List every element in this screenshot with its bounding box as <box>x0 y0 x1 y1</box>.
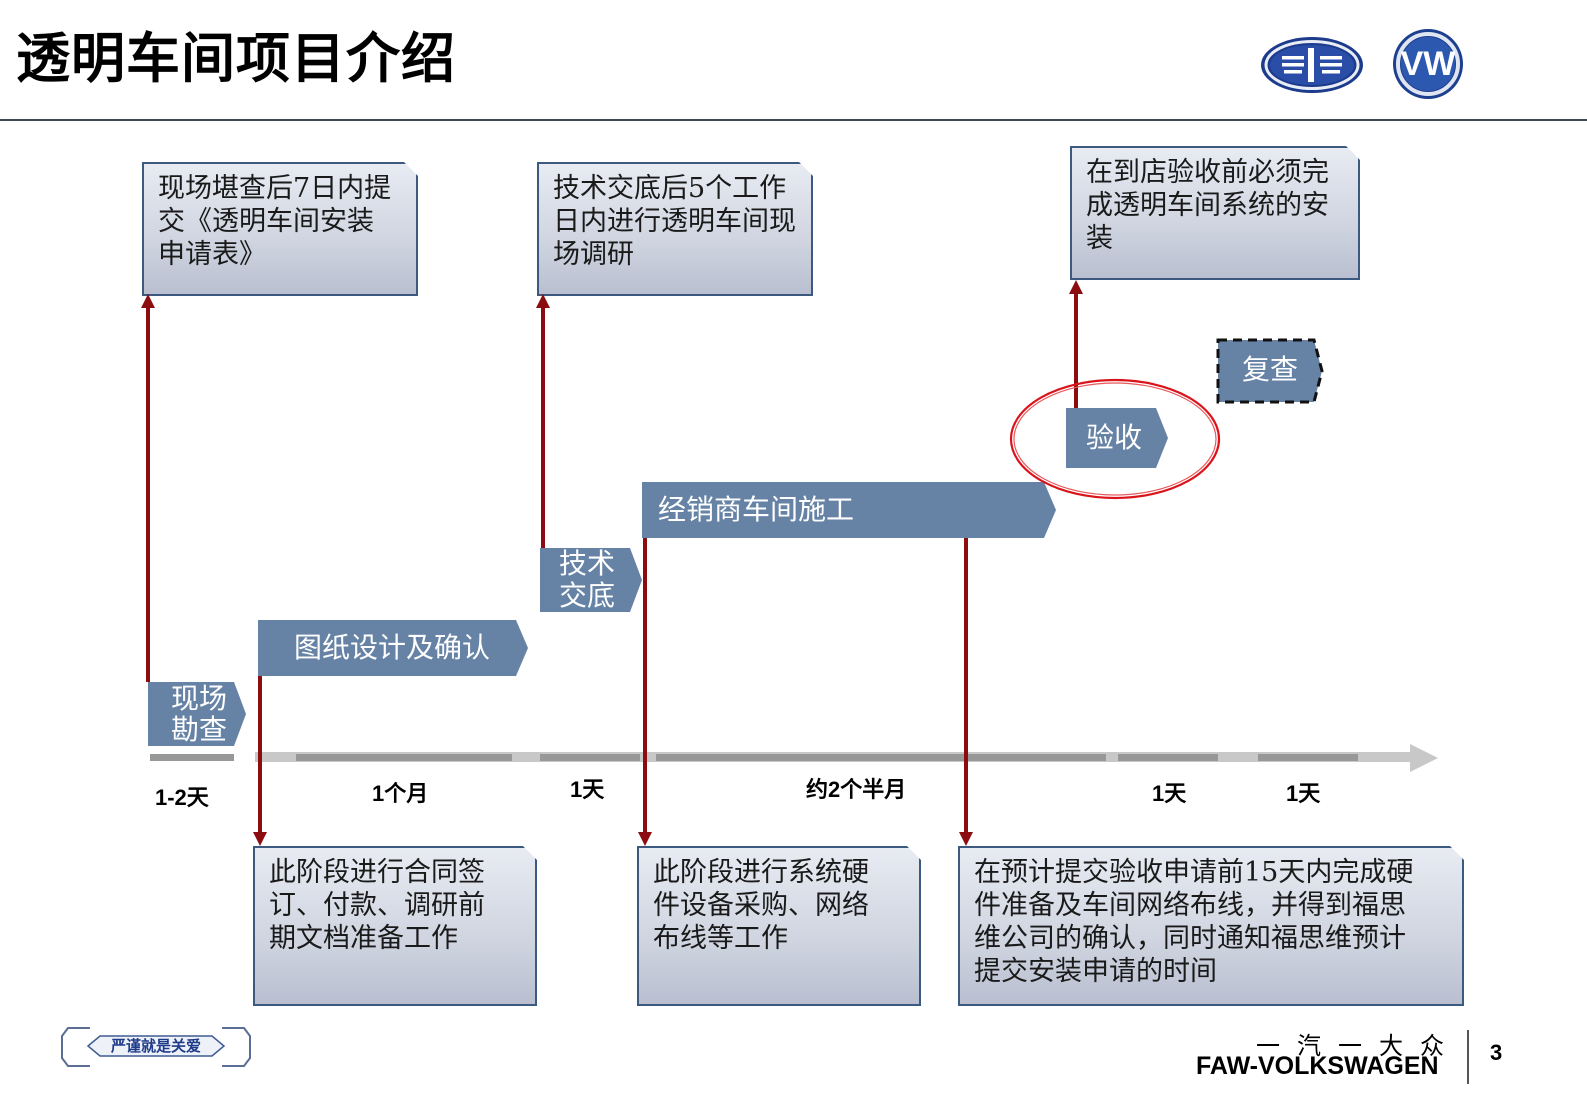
note-line: 件设备采购、网络 <box>653 890 869 921</box>
highlight-circle-icon <box>1009 378 1221 500</box>
note-line: 申请表》 <box>158 239 266 270</box>
note-line: 装 <box>1086 223 1113 254</box>
note-line: 订、付款、调研前 <box>269 890 485 921</box>
note-survey-followup: 现场堪查后7日内提 交《透明车间安装 申请表》 <box>142 162 418 296</box>
slogan-logo-icon: 严谨就是关爱 <box>61 1027 251 1067</box>
phase-label: 经销商车间施工 <box>658 493 855 526</box>
arrow-down-icon <box>253 832 267 846</box>
note-line: 期文档准备工作 <box>269 923 458 954</box>
note-line: 交《透明车间安装 <box>158 206 374 237</box>
phase-label: 交底 <box>558 579 615 612</box>
duration-label: 1天 <box>1152 781 1187 806</box>
phase-review-dashed-border <box>1216 338 1324 404</box>
phase-label: 现场 <box>170 682 227 715</box>
duration-label: 约2个半月 <box>806 777 907 802</box>
brand-chinese: 一汽一大众 <box>1256 1032 1461 1060</box>
connector-line <box>964 536 968 834</box>
arrow-down-icon <box>959 832 973 846</box>
faw-logo-icon <box>1261 37 1363 93</box>
note-line: 日内进行透明车间现 <box>553 206 796 237</box>
duration-label: 1个月 <box>372 781 429 806</box>
note-line: 提交安装申请的时间 <box>974 956 1217 987</box>
note-construction-phase: 此阶段进行系统硬 件设备采购、网络 布线等工作 <box>637 846 921 1006</box>
duration-label: 1天 <box>570 777 605 802</box>
phase-dealer-construction: 经销商车间施工 <box>642 482 1056 538</box>
note-line: 件准备及车间网络布线，并得到福思 <box>974 890 1406 921</box>
duration-label: 1-2天 <box>155 785 209 810</box>
note-design-phase: 此阶段进行合同签 订、付款、调研前 期文档准备工作 <box>253 846 537 1006</box>
connector-line <box>146 306 150 682</box>
note-line: 技术交底后5个工作 <box>553 173 787 204</box>
footer-divider <box>1467 1030 1469 1084</box>
phase-label: 验收 <box>1086 421 1143 454</box>
svg-text:严谨就是关爱: 严谨就是关爱 <box>110 1037 201 1055</box>
connector-line <box>1074 292 1078 408</box>
phase-site-survey: 现场 勘查 <box>148 682 246 746</box>
arrow-up-icon <box>141 294 155 308</box>
note-line: 在到店验收前必须完 <box>1086 157 1329 188</box>
phase-acceptance: 验收 <box>1066 408 1168 468</box>
connector-line <box>258 674 262 834</box>
note-line: 此阶段进行系统硬 <box>653 857 869 888</box>
note-hardware-deadline: 在预计提交验收申请前15天内完成硬 件准备及车间网络布线，并得到福思 维公司的确… <box>958 846 1464 1006</box>
arrow-down-icon <box>638 832 652 846</box>
page-number: 3 <box>1490 1040 1503 1065</box>
timeline-segment-construction <box>656 754 1106 761</box>
timeline-segment-review <box>1258 754 1358 761</box>
note-line: 在预计提交验收申请前15天内完成硬 <box>974 857 1414 888</box>
note-line: 现场堪查后7日内提 <box>158 173 392 204</box>
phase-label: 技术 <box>558 547 615 580</box>
brand-english: FAW-VOLKSWAGEN <box>1196 1052 1439 1080</box>
note-line: 此阶段进行合同签 <box>269 857 485 888</box>
header-divider <box>0 119 1587 121</box>
note-line: 布线等工作 <box>653 923 788 954</box>
phase-review-label: 复查 <box>1242 353 1299 386</box>
arrow-up-icon <box>536 294 550 308</box>
note-line: 场调研 <box>553 239 634 270</box>
timeline-segment-tech <box>540 754 640 761</box>
timeline-segment-survey <box>150 754 234 761</box>
arrow-up-icon <box>1069 280 1083 294</box>
note-line: 成透明车间系统的安 <box>1086 190 1329 221</box>
volkswagen-logo-icon: VW <box>1393 29 1463 99</box>
note-acceptance-requirement: 在到店验收前必须完 成透明车间系统的安 装 <box>1070 146 1360 280</box>
note-line: 维公司的确认，同时通知福思维预计 <box>974 923 1406 954</box>
note-tech-followup: 技术交底后5个工作 日内进行透明车间现 场调研 <box>537 162 813 296</box>
svg-text:VW: VW <box>1401 45 1457 83</box>
timeline-arrowhead <box>1410 744 1438 772</box>
phase-tech-briefing: 技术 交底 <box>540 548 642 612</box>
connector-line <box>541 306 545 550</box>
page-title: 透明车间项目介绍 <box>16 27 456 90</box>
connector-line <box>643 536 647 834</box>
timeline-segment-acceptance <box>1118 754 1218 761</box>
phase-label: 图纸设计及确认 <box>294 631 491 664</box>
phase-label: 勘查 <box>170 713 227 746</box>
timeline-segment-design <box>296 754 512 761</box>
duration-label: 1天 <box>1286 781 1321 806</box>
phase-drawing-design: 图纸设计及确认 <box>258 620 528 676</box>
